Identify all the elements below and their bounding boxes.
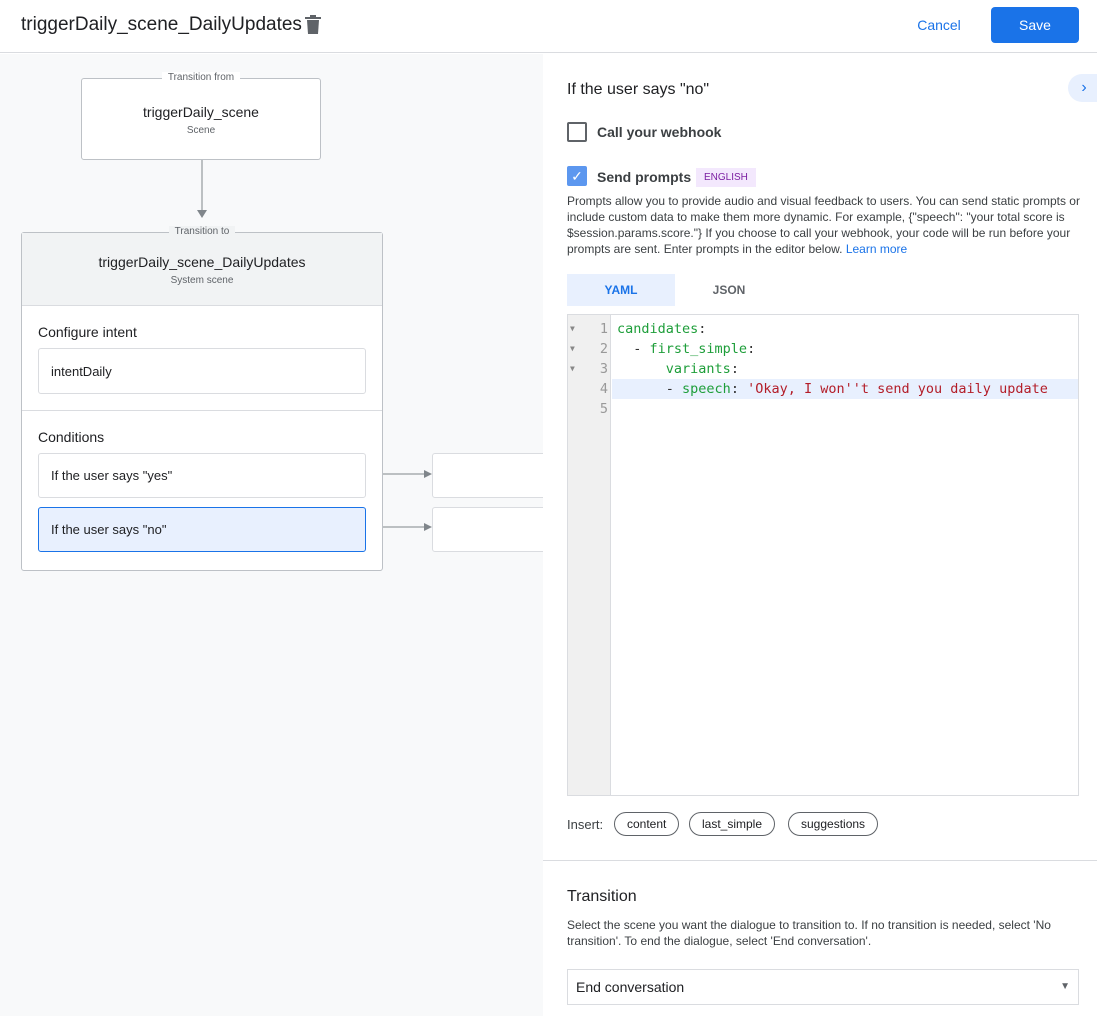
code-text: candidates: — [617, 321, 707, 337]
dropdown-arrow-icon: ▼ — [1060, 981, 1070, 992]
tab-yaml[interactable]: YAML — [567, 274, 675, 306]
code-line[interactable]: ▼ 1 candidates: — [568, 319, 1078, 339]
legend: Transition from — [161, 72, 241, 83]
learn-more-link[interactable]: Learn more — [845, 242, 908, 256]
fold-icon[interactable]: ▼ — [570, 344, 575, 353]
code-line[interactable]: ▼ 2 - first_simple: — [568, 339, 1078, 359]
page-title: triggerDaily_scene_DailyUpdates — [21, 14, 302, 35]
insert-last-simple-chip[interactable]: last_simple — [689, 812, 776, 836]
intent-heading: Configure intent — [38, 324, 137, 340]
fold-icon[interactable]: ▼ — [570, 364, 575, 373]
legend: Transition to — [168, 226, 236, 237]
cancel-button[interactable]: Cancel — [904, 8, 974, 42]
prompts-label: Send prompts — [597, 169, 692, 185]
line-number: 1 — [599, 321, 608, 337]
tab-json[interactable]: JSON — [712, 283, 746, 297]
code-line[interactable]: 4 - speech: 'Okay, I won''t send you dai… — [600, 379, 1078, 399]
chevron-right-icon[interactable]: › — [1068, 74, 1097, 102]
code-text: - first_simple: — [633, 341, 756, 357]
description-text: Prompts allow you to provide audio and v… — [567, 194, 1080, 256]
target-node-yes[interactable] — [432, 453, 543, 498]
transition-description: Select the scene you want the dialogue t… — [567, 918, 1051, 948]
scene-type: Scene — [186, 125, 216, 136]
panel-heading: If the user says "no" — [567, 81, 710, 98]
conditions-heading: Conditions — [38, 429, 105, 445]
transition-heading: Transition — [567, 888, 637, 905]
code-text: variants: — [665, 361, 739, 377]
transition-select[interactable]: End conversation ▼ — [567, 969, 1079, 1005]
details-panel: › If the user says "no" Call your webhoo… — [543, 54, 1097, 1016]
code-editor[interactable]: ▼ 1 candidates: ▼ 2 - first_simple: ▼ 3 varian… — [567, 314, 1079, 796]
insert-suggestions-chip[interactable]: suggestions — [788, 812, 879, 836]
condition-yes[interactable]: If the user says "yes" — [38, 453, 366, 498]
insert-label: Insert: — [567, 817, 604, 832]
language-badge: ENGLISH — [696, 168, 756, 187]
line-number: 2 — [599, 341, 608, 357]
condition-no[interactable]: If the user says "no" — [38, 507, 366, 552]
line-number: 3 — [599, 361, 608, 377]
transition-from-node[interactable]: Transition from triggerDaily_scene Scene — [81, 72, 321, 160]
fold-icon[interactable]: ▼ — [570, 324, 575, 333]
insert-content-chip[interactable]: content — [614, 812, 680, 836]
code-text: - speech: 'Okay, I won''t send you daily… — [665, 381, 1048, 397]
selected-value: End conversation — [576, 979, 685, 995]
scene-name: triggerDaily_scene — [143, 104, 259, 120]
webhook-checkbox[interactable] — [567, 122, 587, 142]
trash-icon[interactable] — [305, 15, 321, 34]
transition-to-node: Transition to triggerDaily_scene_DailyUp… — [21, 226, 383, 571]
scene-type: System scene — [170, 275, 234, 286]
flow-canvas[interactable]: Transition from triggerDaily_scene Scene… — [0, 54, 543, 1016]
code-line[interactable]: ▼ 3 variants: — [568, 359, 1078, 379]
prompts-checkbox[interactable]: ✓ — [567, 166, 587, 186]
webhook-label: Call your webhook — [597, 124, 722, 140]
line-number: 4 — [599, 381, 608, 397]
save-button[interactable]: Save — [991, 7, 1079, 43]
code-line[interactable]: 5 — [568, 399, 1078, 419]
intent-item[interactable]: intentDaily — [38, 348, 366, 394]
line-number: 5 — [599, 401, 608, 417]
prompts-description: Prompts allow you to provide audio and v… — [567, 193, 1087, 257]
target-node-no[interactable] — [432, 507, 543, 552]
top-bar: triggerDaily_scene_DailyUpdates Cancel S… — [0, 0, 1097, 53]
scene-name: triggerDaily_scene_DailyUpdates — [98, 254, 306, 270]
